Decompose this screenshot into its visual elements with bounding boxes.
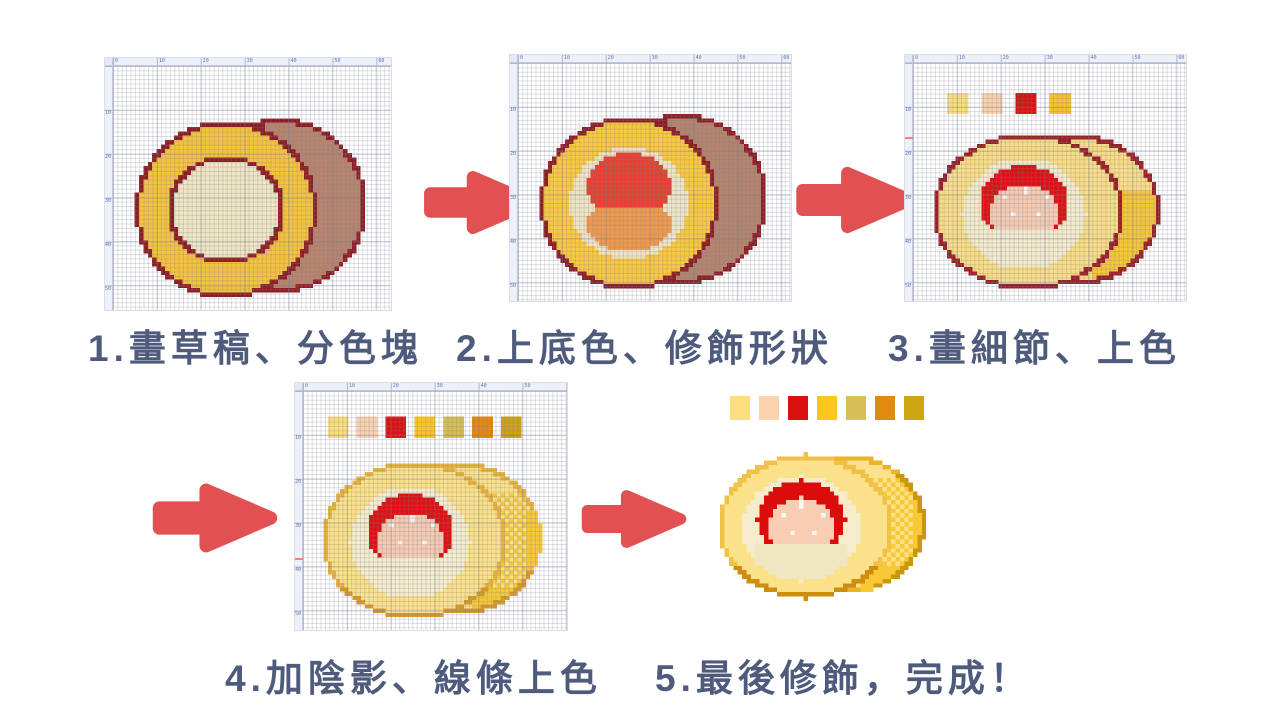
pixel-canvas-stage4[interactable] [303,391,567,630]
pixel-grid[interactable] [518,63,791,301]
ruler-cursor-marker [295,558,303,560]
pixel-grid[interactable] [303,391,567,630]
caption-step1: 1.畫草稿、分色塊 [88,328,423,369]
caption-step5: 5.最後修飾，完成！ [655,658,1032,699]
palette-swatch [788,396,808,420]
final-color-palette [730,396,924,420]
arrow-right-icon [792,150,920,250]
pixel-grid[interactable] [913,63,1186,301]
arrow-right-icon [578,472,690,566]
caption-step3: 3.畫細節、上色 [888,328,1181,369]
ruler-cursor-marker [905,137,913,139]
caption-step2: 2.上底色、修飾形狀 [456,328,833,369]
arrow-shape [152,483,278,553]
ruler-corner [510,55,518,63]
pixel-canvas-stage1[interactable] [113,66,391,310]
palette-swatch [875,396,895,420]
arrow-shape [796,166,916,234]
palette-swatch [759,396,779,420]
caption-step4: 4.加陰影、線條上色 [225,658,602,699]
palette-swatch [817,396,837,420]
palette-swatch [730,396,750,420]
ruler-corner [905,55,913,63]
palette-swatch [904,396,924,420]
arrow-shape [581,490,687,548]
pixel-canvas-stage2[interactable] [518,63,791,301]
arrow-right-icon [420,154,542,251]
final-pixel-art [707,430,935,614]
arrow-shape [424,170,538,235]
pixel-canvas-stage3[interactable] [913,63,1186,301]
ruler-corner [105,58,113,66]
arrow-right-icon [147,468,283,568]
pixel-grid[interactable] [113,66,391,310]
ruler-corner [295,383,303,391]
palette-swatch [846,396,866,420]
